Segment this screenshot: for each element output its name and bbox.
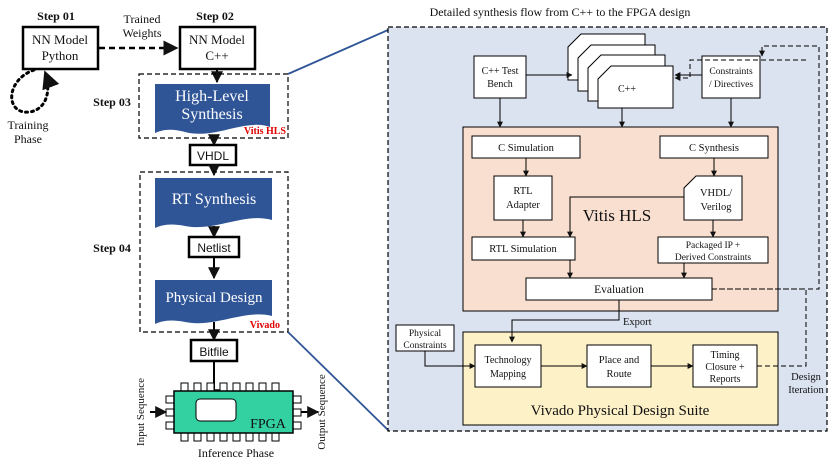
nn-cpp-line2: C++	[205, 48, 228, 63]
c-simulation-label: C Simulation	[498, 143, 554, 154]
inference-phase-label: Inference Phase	[198, 446, 274, 460]
cpp-file-label: C++	[618, 84, 636, 95]
step01-label: Step 01	[37, 9, 75, 23]
rtl-simulation-box: RTL Simulation	[471, 236, 576, 261]
packaged-ip-line2: Derived Constraints	[675, 253, 752, 263]
input-sequence-label: Input Sequence	[135, 378, 147, 446]
bitfile-label: Bitfile	[199, 345, 229, 359]
cpp-test-bench-line2: Bench	[487, 79, 513, 90]
step03-dashed-group	[138, 73, 289, 139]
step04-label: Step 04	[93, 241, 131, 255]
iteration-to-cpp-dashed	[674, 59, 806, 81]
vhdl-verilog-line1: VHDL/	[700, 188, 732, 199]
zoom-line-top	[287, 29, 389, 75]
zoom-line-bottom	[287, 331, 389, 431]
evaluation-box: Evaluation	[525, 277, 713, 301]
step03-label: Step 03	[93, 95, 131, 109]
physical-constraints-box: Physical Constraints	[395, 324, 455, 352]
vhdl-to-rtlsim-arrow	[567, 196, 684, 238]
trained-weights-line2: Weights	[122, 26, 161, 40]
technology-mapping-box: Technology Mapping	[474, 344, 542, 388]
hls-line1: High-Level	[175, 88, 249, 105]
tech-mapping-line2: Mapping	[490, 369, 526, 380]
vitis-hls-tag: Vitis HLS	[244, 126, 287, 137]
nn-python-line1: NN Model	[32, 32, 88, 47]
timing-to-eval-dashed	[712, 288, 807, 367]
design-iteration-line1: Design	[791, 372, 821, 383]
rtl-adapter-box: RTL Adapter	[493, 175, 553, 221]
cpp-test-bench-line1: C++ Test	[482, 66, 519, 77]
place-and-route-box: Place and Route	[586, 344, 652, 388]
physical-design-document-shape: Physical Design	[155, 280, 272, 324]
nn-python-line2: Python	[42, 48, 79, 63]
place-route-line2: Route	[606, 369, 631, 380]
vhdl-verilog-file: VHDL/ Verilog	[683, 175, 743, 221]
step04-dashed-group	[139, 171, 289, 333]
eval-to-constraints-dashed	[712, 45, 820, 290]
constraints-line2: / Directives	[709, 80, 753, 90]
rtl-simulation-label: RTL Simulation	[489, 244, 557, 255]
hls-line2: Synthesis	[181, 106, 242, 123]
netlist-label: Netlist	[197, 241, 231, 255]
trained-weights-line1: Trained	[124, 12, 161, 26]
vhdl-label: VHDL	[197, 149, 229, 163]
design-iteration-line2: Iteration	[788, 385, 824, 396]
netlist-box: Netlist	[187, 235, 241, 259]
packaged-ip-box: Packaged IP + Derived Constraints	[657, 236, 769, 264]
nn-model-cpp-box: NN Model C++	[178, 25, 257, 71]
timing-closure-line3: Reports	[709, 374, 740, 385]
constraints-directives-box: Constraints / Directives	[701, 55, 761, 99]
timing-closure-box: Timing Closure + Reports	[692, 344, 758, 388]
tech-mapping-line1: Technology	[484, 355, 531, 366]
detailed-flow-title: Detailed synthesis flow from C++ to the …	[430, 5, 691, 19]
vivado-suite-label: Vivado Physical Design Suite	[531, 403, 710, 419]
cpp-source-files-stack: C++	[567, 33, 674, 109]
c-simulation-box: C Simulation	[471, 135, 581, 159]
nn-cpp-line1: NN Model	[189, 32, 245, 47]
rt-synthesis-document-shape: RT Synthesis	[155, 178, 272, 228]
rt-synthesis-label: RT Synthesis	[172, 191, 257, 208]
physical-design-label: Physical Design	[165, 290, 263, 306]
output-sequence-label: Output Sequence	[316, 374, 328, 450]
nn-model-python-box: NN Model Python	[21, 25, 100, 71]
c-synthesis-label: C Synthesis	[689, 143, 739, 154]
timing-closure-line1: Timing	[710, 350, 739, 361]
vhdl-box: VHDL	[188, 143, 238, 167]
vhdl-verilog-line2: Verilog	[701, 202, 733, 213]
rtl-adapter-line2: Adapter	[506, 200, 540, 211]
training-phase-line2: Phase	[14, 132, 42, 146]
cpp-test-bench-box: C++ Test Bench	[473, 55, 527, 99]
training-loop-arrow	[10, 68, 60, 114]
vivado-tag: Vivado	[250, 320, 280, 331]
packaged-ip-line1: Packaged IP +	[686, 241, 741, 251]
phys-constraints-to-techmap-arrow	[424, 351, 476, 369]
place-route-line1: Place and	[599, 355, 640, 366]
hls-document-shape: High-Level Synthesis	[155, 84, 270, 134]
bitfile-box: Bitfile	[189, 338, 239, 363]
export-label: Export	[623, 317, 652, 328]
physical-constraints-line2: Constraints	[403, 341, 447, 351]
physical-constraints-line1: Physical	[409, 329, 442, 339]
fpga-label: FPGA	[250, 417, 287, 432]
training-phase-line1: Training	[8, 118, 49, 132]
fpga-chip: FPGA	[165, 382, 302, 442]
export-arrow	[509, 300, 620, 343]
constraints-line1: Constraints	[709, 67, 753, 77]
timing-closure-line2: Closure +	[705, 362, 745, 373]
step02-label: Step 02	[196, 9, 234, 23]
evaluation-label: Evaluation	[594, 284, 644, 296]
rtl-adapter-line1: RTL	[513, 186, 532, 197]
c-synthesis-box: C Synthesis	[659, 135, 769, 159]
vitis-hls-region-label: Vitis HLS	[583, 206, 651, 225]
